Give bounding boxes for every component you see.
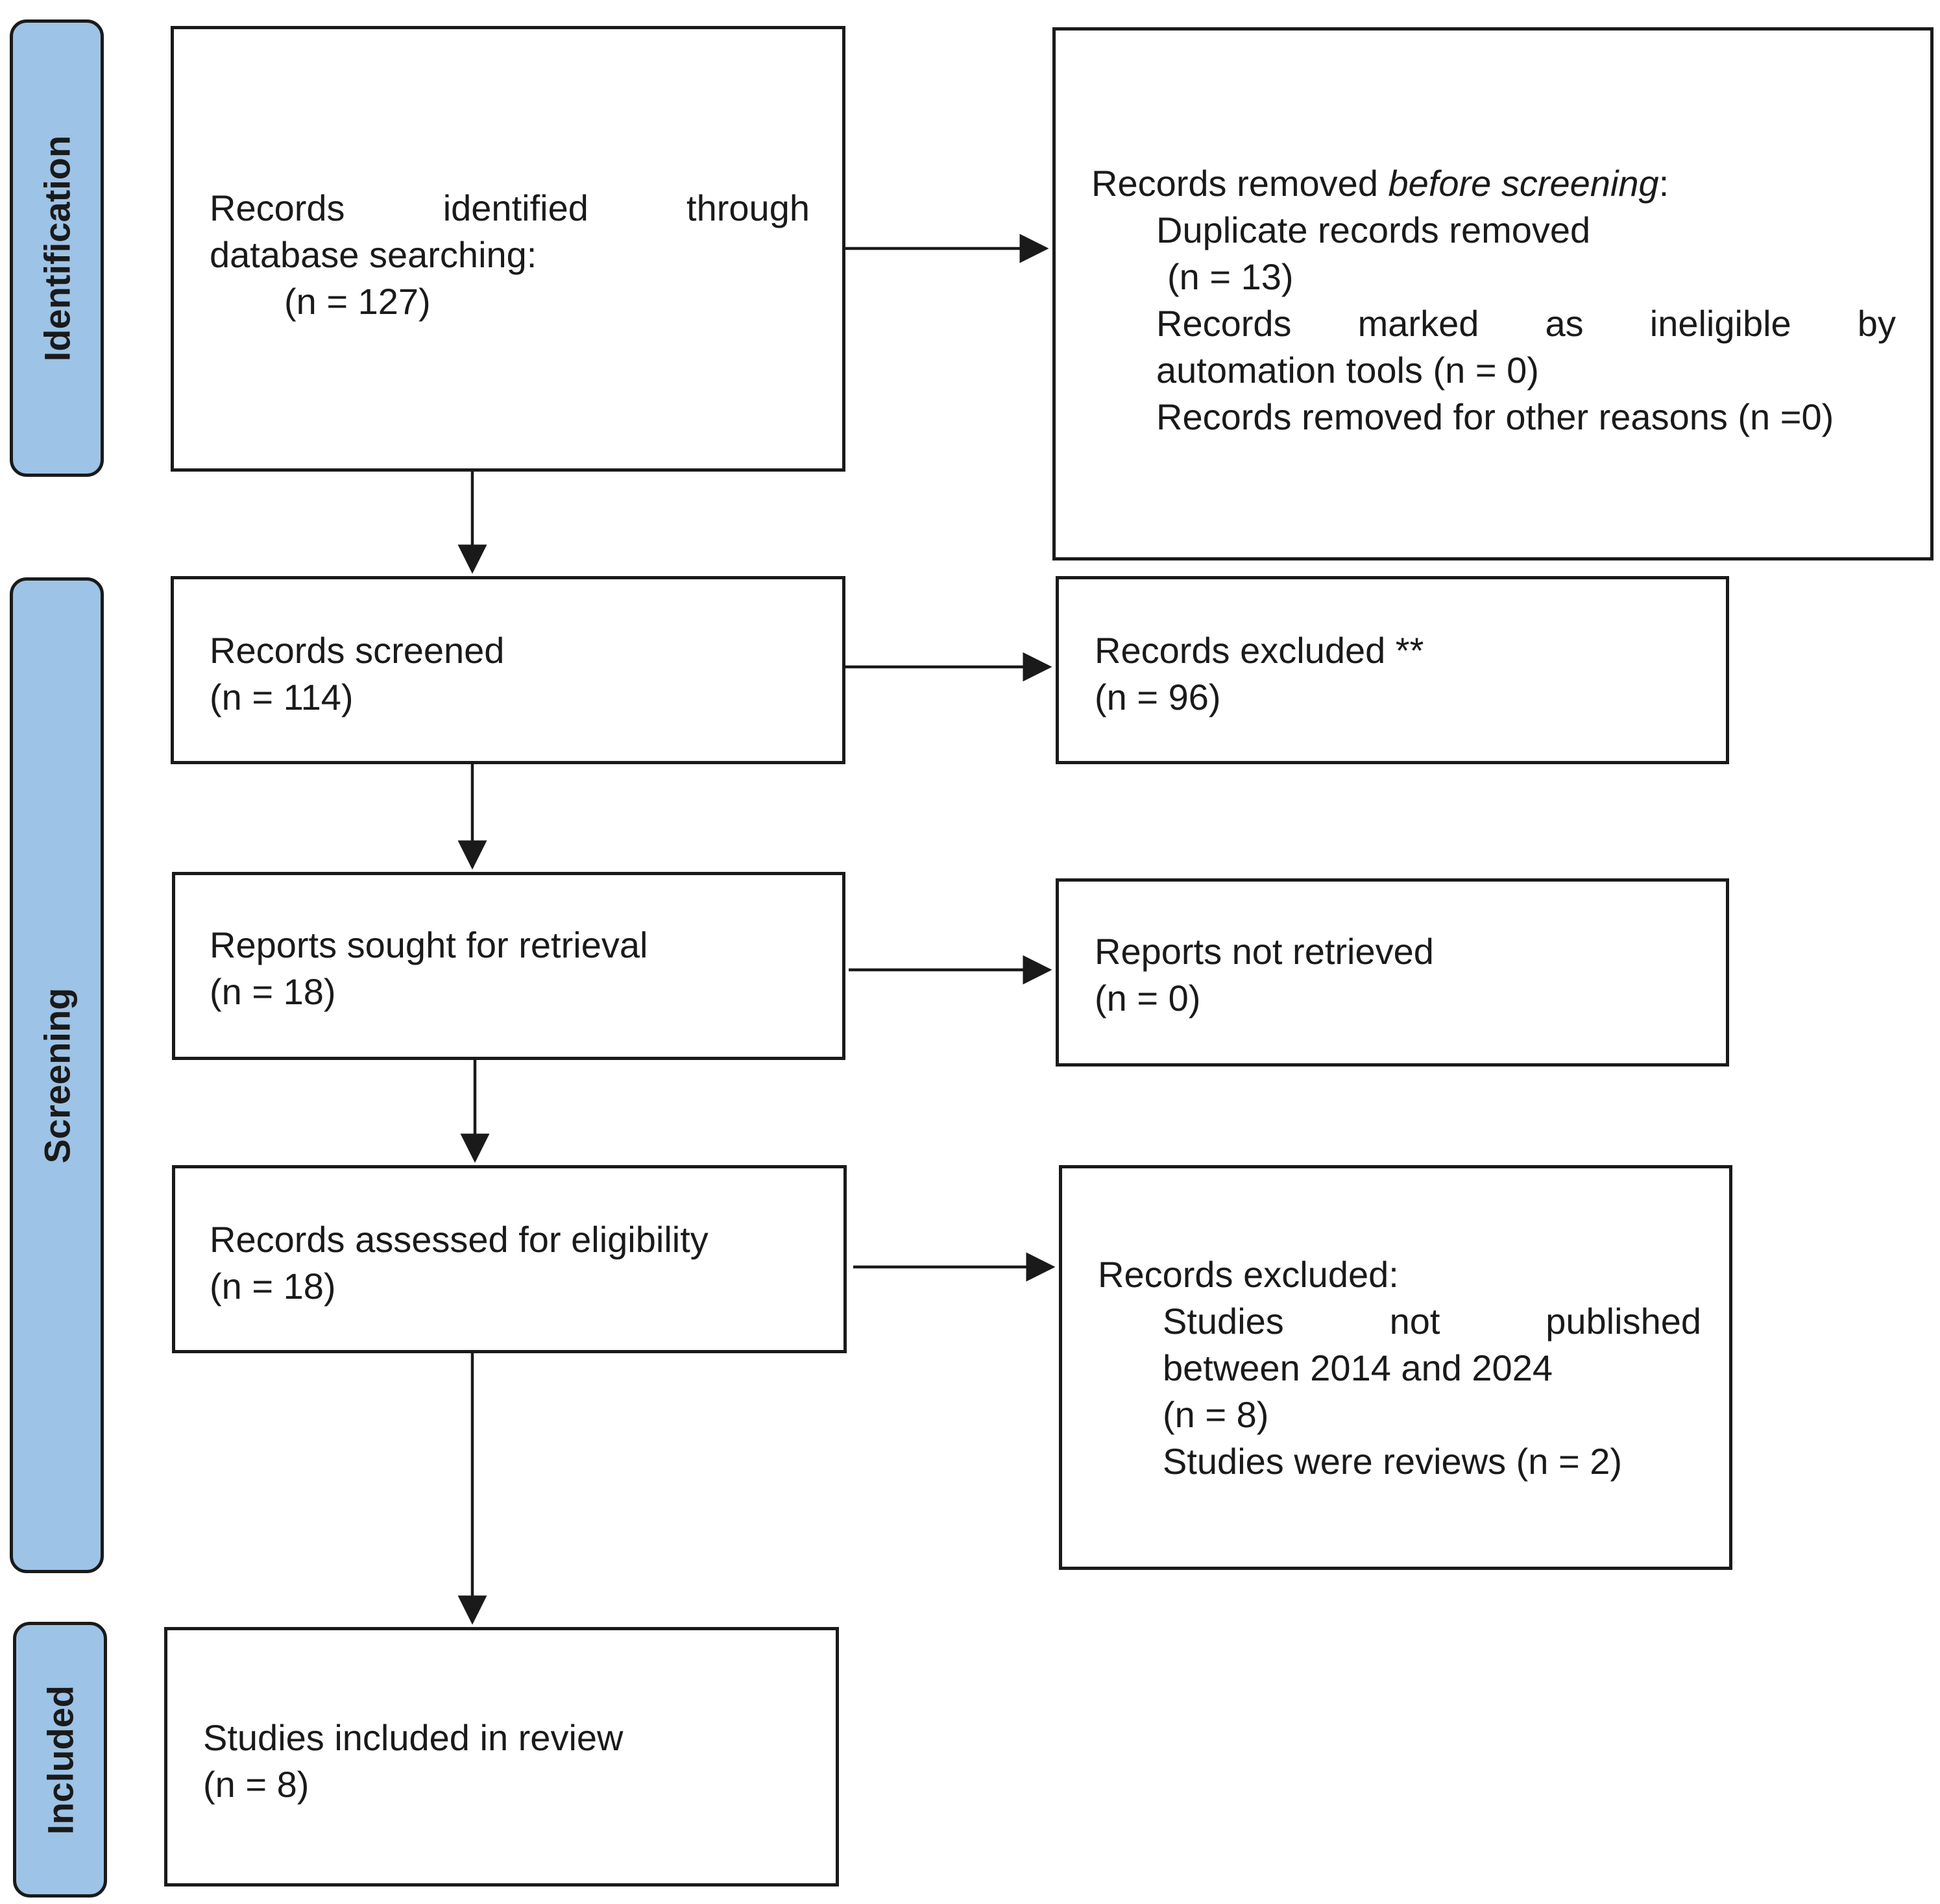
- sought-count: (n = 18): [210, 971, 336, 1012]
- screened-label: Records screened: [210, 630, 505, 671]
- box-reports-not-retrieved: Reports not retrieved (n = 0): [1056, 878, 1729, 1066]
- excluded-eligibility-title: Records excluded:: [1098, 1254, 1399, 1295]
- excluded-reason1-line1: Studies not published: [1163, 1298, 1701, 1345]
- assessed-count: (n = 18): [210, 1266, 336, 1307]
- identified-word-3: through: [686, 187, 810, 228]
- box-records-excluded-eligibility: Records excluded: Studies not published …: [1059, 1165, 1732, 1570]
- identified-count: (n = 127): [284, 281, 431, 322]
- box-records-assessed: Records assessed for eligibility (n = 18…: [172, 1165, 847, 1353]
- phase-included: Included: [13, 1622, 107, 1898]
- box-reports-sought: Reports sought for retrieval (n = 18): [172, 872, 845, 1060]
- reason1-word-3: published: [1546, 1301, 1701, 1342]
- removed-other: Records removed for other reasons (n =0): [1156, 396, 1834, 437]
- included-count: (n = 8): [203, 1764, 309, 1805]
- removed-title: Records removed before screening:: [1091, 160, 1669, 207]
- sought-label: Reports sought for retrieval: [210, 924, 648, 965]
- screened-count: (n = 114): [210, 677, 354, 717]
- ineligible-word-4: ineligible: [1649, 303, 1791, 344]
- box-studies-included: Studies included in review (n = 8): [164, 1627, 839, 1886]
- excluded-reason2: Studies were reviews (n = 2): [1163, 1441, 1623, 1482]
- box-records-excluded: Records excluded ** (n = 96): [1056, 576, 1729, 764]
- phase-screening: Screening: [10, 577, 104, 1573]
- removed-duplicates: Duplicate records removed: [1156, 210, 1591, 250]
- removed-title-italic: before screening: [1388, 163, 1659, 204]
- not-retrieved-count: (n = 0): [1095, 978, 1201, 1018]
- removed-ineligible-line1: Records marked as ineligible by: [1156, 300, 1896, 347]
- ineligible-word-2: marked: [1357, 303, 1479, 344]
- excluded-screen-count: (n = 96): [1095, 677, 1221, 717]
- ineligible-word-1: Records: [1156, 303, 1292, 344]
- reason1-word-2: not: [1389, 1301, 1440, 1342]
- box-records-removed: Records removed before screening: Duplic…: [1052, 27, 1934, 560]
- removed-duplicates-count: (n = 13): [1167, 256, 1294, 297]
- ineligible-word-5: by: [1857, 303, 1896, 344]
- removed-title-prefix: Records removed: [1091, 163, 1388, 204]
- box-records-screened: Records screened (n = 114): [171, 576, 845, 764]
- identified-word-1: Records: [210, 187, 345, 228]
- included-label: Studies included in review: [203, 1717, 624, 1758]
- excluded-screen-label: Records excluded **: [1095, 630, 1424, 671]
- box-records-identified: Records identified through database sear…: [171, 26, 845, 472]
- not-retrieved-label: Reports not retrieved: [1095, 931, 1434, 972]
- ineligible-word-3: as: [1545, 303, 1584, 344]
- phase-identification: Identification: [10, 19, 104, 477]
- reason1-word-1: Studies: [1163, 1301, 1284, 1342]
- assessed-label: Records assessed for eligibility: [210, 1219, 709, 1260]
- excluded-reason1-line2: between 2014 and 2024: [1163, 1347, 1553, 1388]
- identified-word-2: identified: [443, 187, 588, 228]
- excluded-reason1-count: (n = 8): [1163, 1394, 1269, 1435]
- removed-title-suffix: :: [1658, 163, 1669, 204]
- identified-line1: Records identified through: [210, 185, 810, 232]
- identified-line2: database searching:: [210, 234, 537, 275]
- removed-ineligible-line2: automation tools (n = 0): [1156, 350, 1539, 391]
